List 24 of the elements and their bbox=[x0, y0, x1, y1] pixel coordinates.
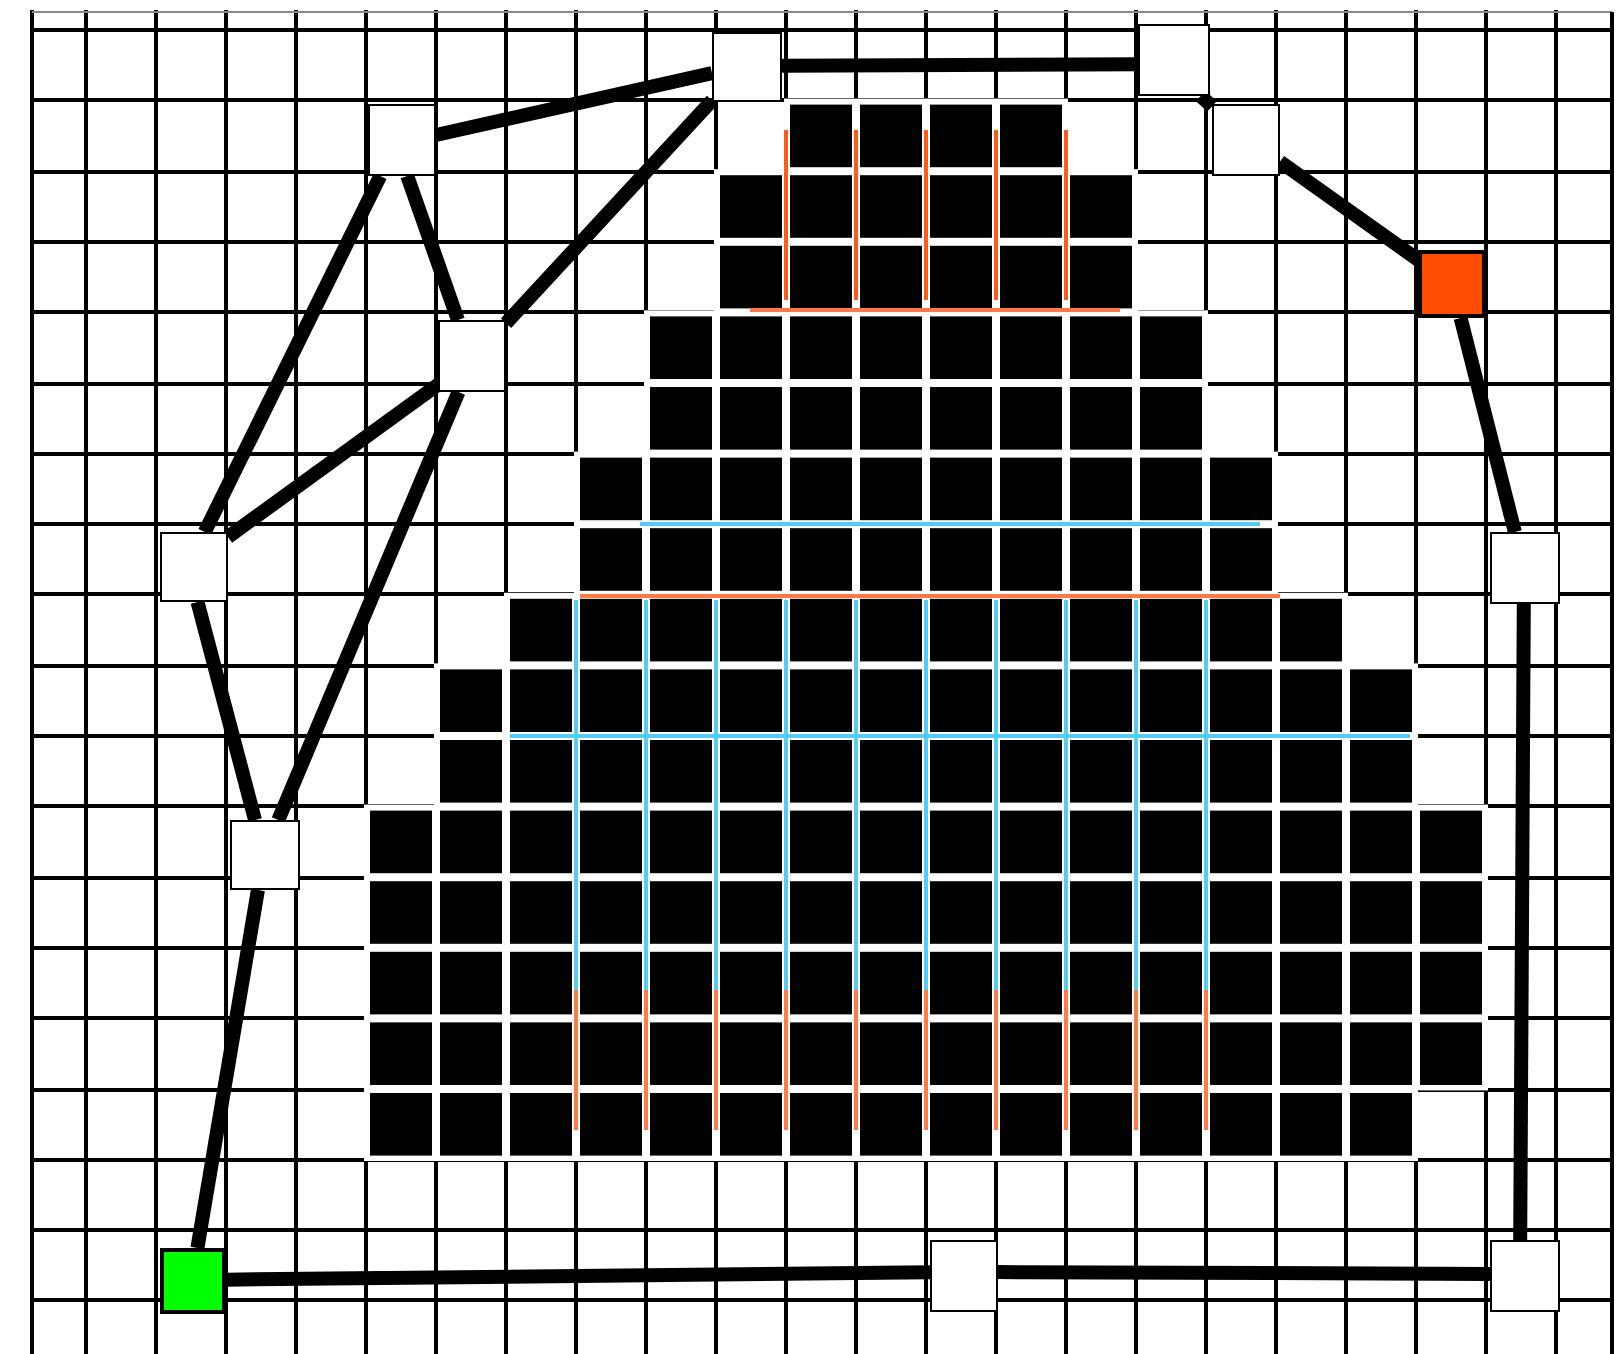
waypoint-box bbox=[930, 1240, 998, 1312]
goal-marker bbox=[1418, 250, 1486, 318]
path-line bbox=[500, 95, 718, 328]
waypoint-box bbox=[712, 32, 782, 102]
path-line bbox=[223, 379, 443, 543]
path-line bbox=[400, 173, 465, 323]
waypoint-box bbox=[368, 104, 436, 176]
waypoint-box bbox=[160, 532, 228, 602]
waypoint-box bbox=[438, 320, 506, 392]
waypoint-box bbox=[1138, 24, 1210, 96]
path-line bbox=[190, 888, 265, 1250]
path-line bbox=[198, 172, 387, 536]
path-line bbox=[225, 1265, 931, 1287]
waypoint-box bbox=[1490, 532, 1560, 604]
path-line bbox=[997, 1265, 1491, 1281]
path-line bbox=[434, 66, 714, 142]
path-line bbox=[1513, 603, 1531, 1241]
path-line bbox=[190, 600, 262, 822]
waypoint-box bbox=[1212, 104, 1280, 176]
path-line bbox=[1453, 316, 1522, 534]
waypoint-box bbox=[1490, 1240, 1560, 1312]
start-marker bbox=[160, 1248, 226, 1314]
waypoint-box bbox=[230, 820, 300, 890]
path-line bbox=[271, 389, 465, 823]
